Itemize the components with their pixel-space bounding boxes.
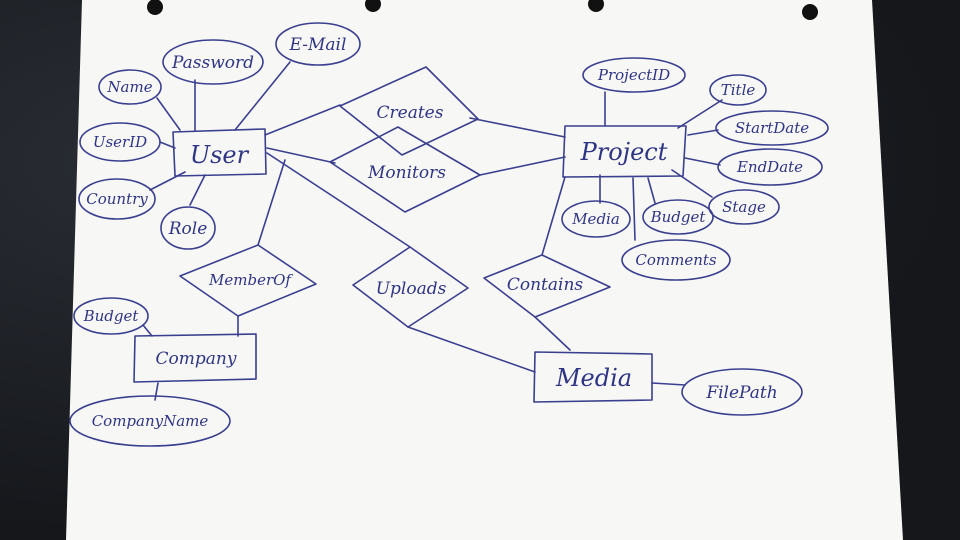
entity-user-label: User xyxy=(190,141,250,169)
paper-sheet xyxy=(66,0,903,540)
attribute-user-name: Name xyxy=(98,69,162,105)
attribute-project-comments: Comments xyxy=(621,239,731,281)
relationship-creates: Creates xyxy=(339,66,479,156)
attribute-project-stage-label: Stage xyxy=(722,198,766,216)
attribute-project-projectid-label: ProjectID xyxy=(597,66,670,84)
connector-lines xyxy=(142,61,723,401)
relationship-creates-label: Creates xyxy=(377,103,444,123)
attribute-project-projectid: ProjectID xyxy=(582,57,686,93)
attribute-media-filepath: FilePath xyxy=(681,368,803,416)
entity-media-label: Media xyxy=(555,364,632,392)
entity-project-label: Project xyxy=(580,138,668,166)
attribute-user-email: E-Mail xyxy=(275,22,361,66)
attribute-user-email-label: E-Mail xyxy=(289,35,347,55)
entity-company: Company xyxy=(133,333,257,383)
binder-hole xyxy=(147,0,163,15)
attribute-user-password: Password xyxy=(162,39,264,85)
relationship-monitors-label: Monitors xyxy=(367,163,446,183)
attribute-user-role-label: Role xyxy=(168,219,208,239)
attribute-project-enddate: EndDate xyxy=(717,148,823,186)
entity-project: Project xyxy=(562,125,687,178)
relationship-contains-label: Contains xyxy=(507,275,584,295)
attribute-user-country-label: Country xyxy=(86,190,148,208)
attribute-project-title-label: Title xyxy=(721,81,756,99)
binder-hole xyxy=(365,0,381,12)
relationship-contains: Contains xyxy=(483,254,611,318)
attribute-company-companyname: CompanyName xyxy=(69,395,231,447)
attribute-user-name-label: Name xyxy=(106,78,152,96)
attribute-user-country: Country xyxy=(78,178,156,220)
relationship-monitors: Monitors xyxy=(329,126,481,213)
attribute-project-enddate-label: EndDate xyxy=(736,158,803,176)
attribute-user-role: Role xyxy=(160,206,216,250)
attribute-project-media-label: Media xyxy=(571,210,620,228)
entity-media: Media xyxy=(533,351,653,403)
attribute-company-budget: Budget xyxy=(73,297,149,335)
relationship-memberof: MemberOf xyxy=(179,244,317,317)
attribute-company-budget-label: Budget xyxy=(83,307,140,325)
relationship-memberof-label: MemberOf xyxy=(208,271,293,289)
attribute-project-stage: Stage xyxy=(708,189,780,225)
attribute-user-userid-label: UserID xyxy=(93,133,147,151)
attribute-company-companyname-label: CompanyName xyxy=(92,412,209,430)
attribute-user-password-label: Password xyxy=(171,53,254,73)
attribute-project-startdate: StartDate xyxy=(715,110,829,146)
attribute-project-title: Title xyxy=(709,74,767,106)
binder-hole xyxy=(588,0,604,12)
entity-company-label: Company xyxy=(156,349,237,369)
attribute-user-userid: UserID xyxy=(79,122,161,162)
attribute-project-startdate-label: StartDate xyxy=(735,119,809,137)
relationship-uploads-label: Uploads xyxy=(376,279,447,299)
relationship-uploads: Uploads xyxy=(352,246,469,328)
attribute-project-budget: Budget xyxy=(642,199,714,235)
binder-hole xyxy=(802,4,818,20)
attribute-media-filepath-label: FilePath xyxy=(705,383,777,403)
attribute-project-budget-label: Budget xyxy=(650,208,707,226)
attribute-project-media: Media xyxy=(561,200,631,238)
attribute-project-comments-label: Comments xyxy=(635,251,717,269)
entity-user: User xyxy=(172,128,267,177)
